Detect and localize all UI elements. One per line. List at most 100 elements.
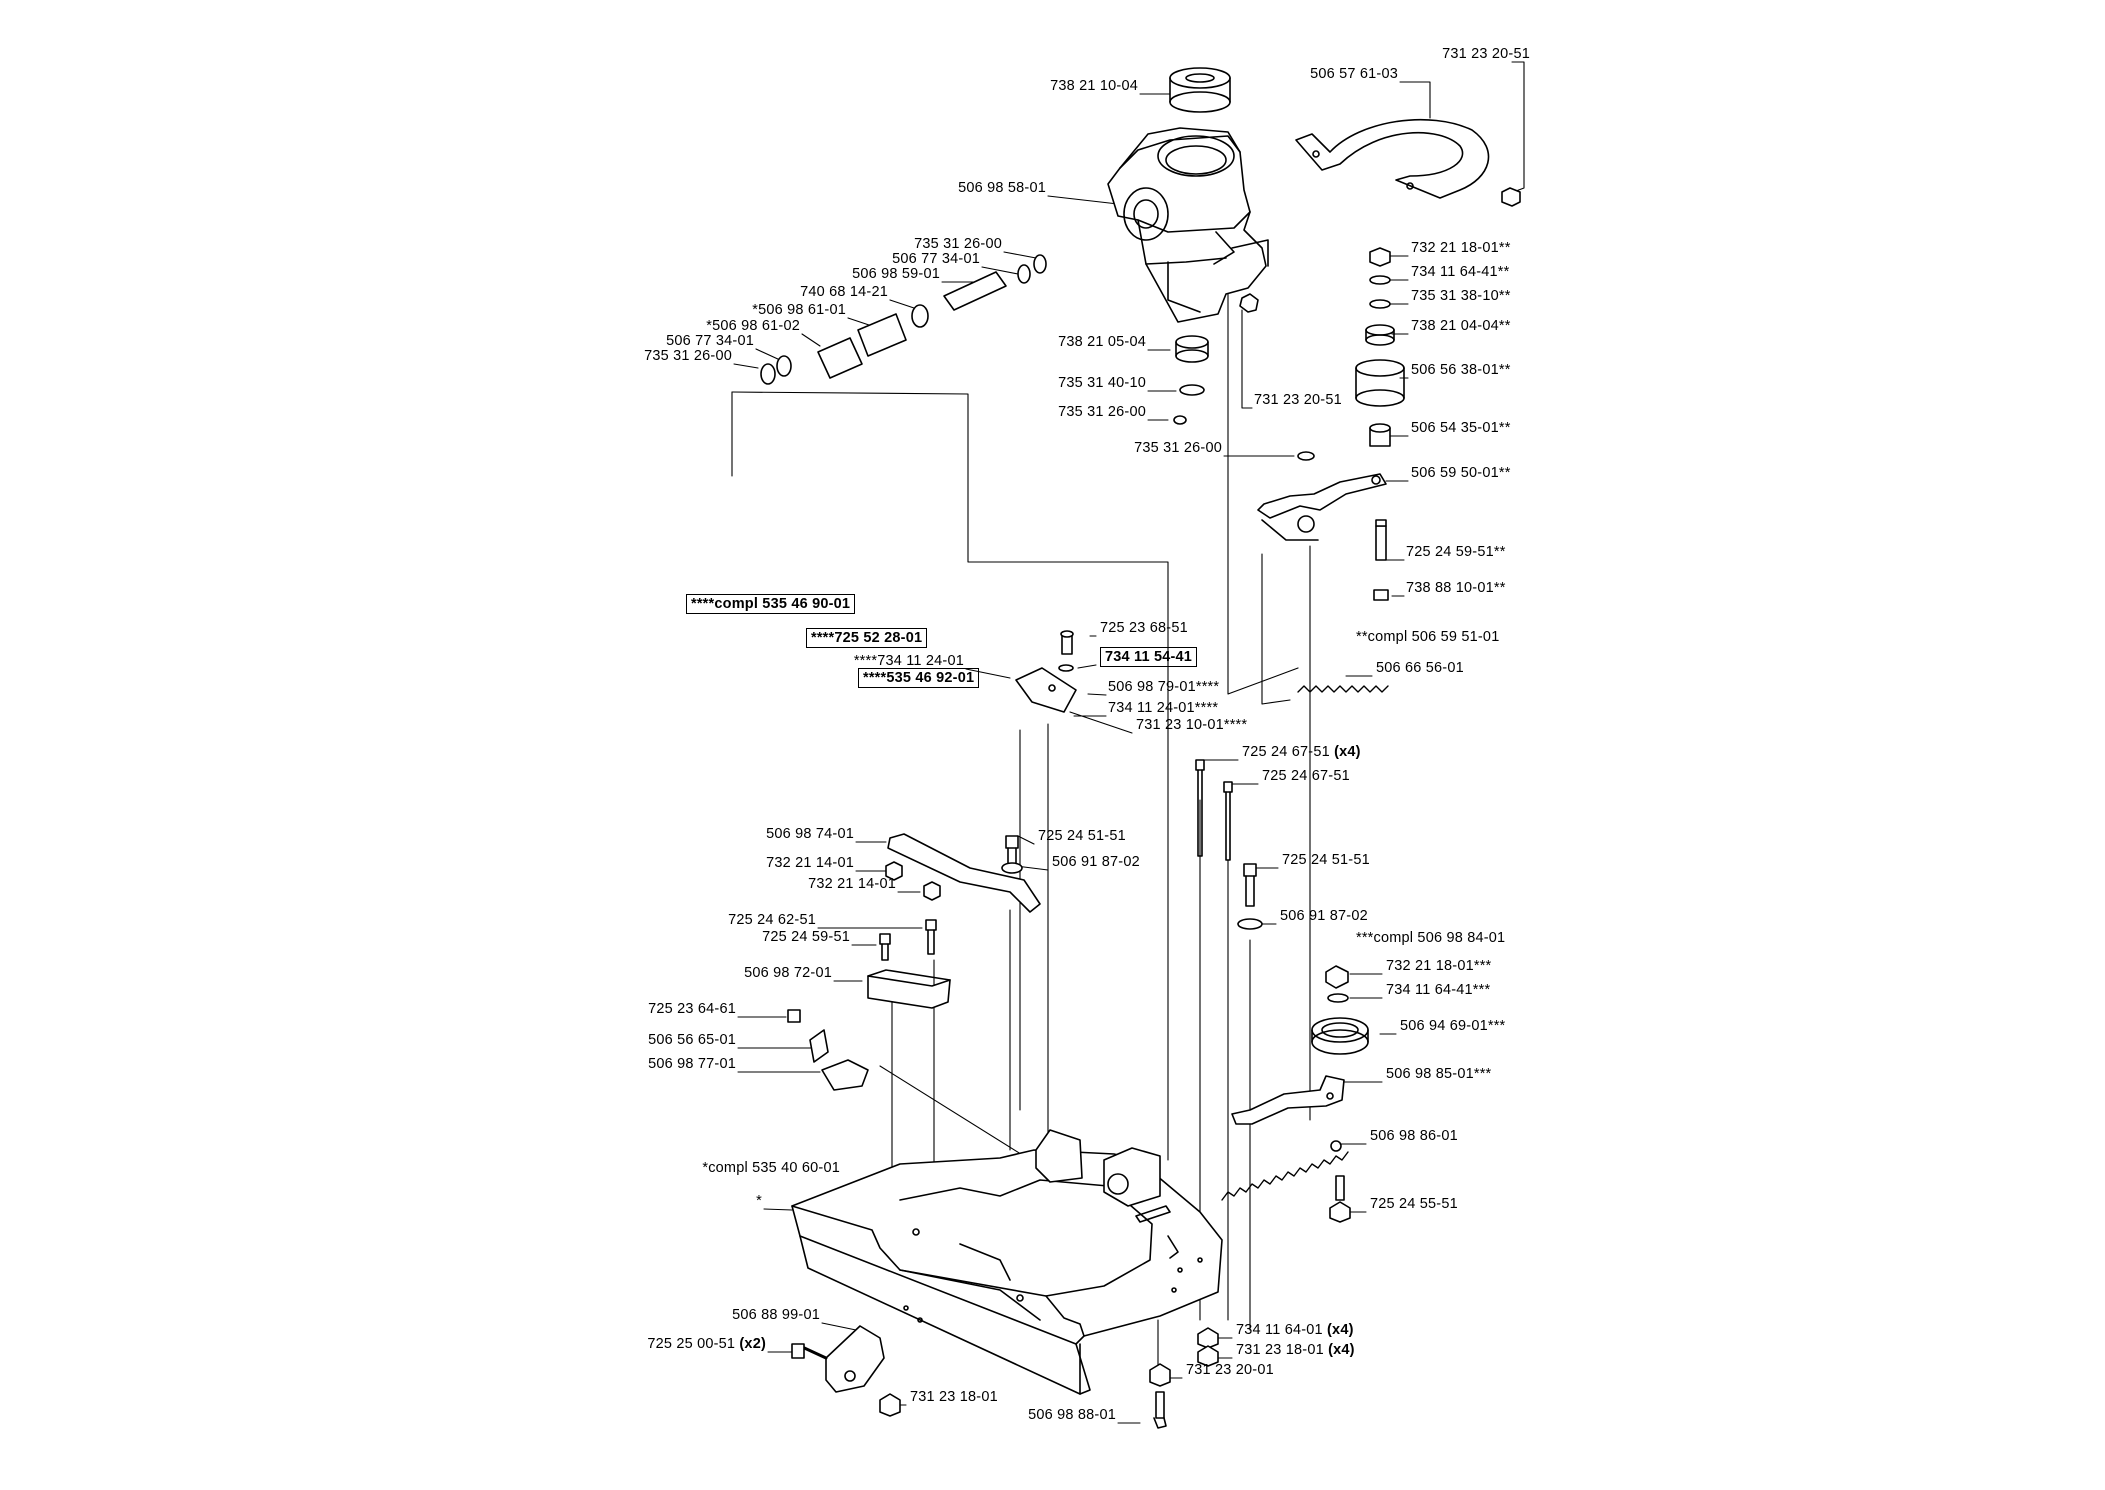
- part-number-text: 732 21 18-01**: [1411, 240, 1511, 256]
- part-number-label: 732 21 18-01**: [1411, 239, 1511, 257]
- part-number-label: 734 11 64-41**: [1411, 263, 1509, 281]
- part-number-label: 735 31 26-00: [1134, 439, 1222, 457]
- quantity-text: (x4): [1328, 1342, 1355, 1358]
- part-number-text: 506 56 65-01: [648, 1032, 736, 1048]
- part-number-text: 732 21 14-01: [808, 876, 896, 892]
- part-number-text: 731 23 20-01: [1186, 1362, 1274, 1378]
- part-number-text: *506 98 61-01: [752, 302, 846, 318]
- part-number-label: 506 77 34-01: [892, 250, 980, 268]
- part-number-text: 506 56 38-01**: [1411, 362, 1511, 378]
- part-number-label: 738 88 10-01**: [1406, 579, 1506, 597]
- part-number-text: 731 23 18-01: [910, 1389, 998, 1405]
- kit-number-label: ****535 46 92-01: [858, 668, 980, 688]
- part-number-text: 725 24 62-51: [728, 912, 816, 928]
- quantity-text: (x4): [1334, 744, 1361, 760]
- part-number-text: 506 98 74-01: [766, 826, 854, 842]
- part-number-text: 735 31 26-00: [1058, 404, 1146, 420]
- part-number-label: 734 11 64-01 (x4): [1236, 1321, 1354, 1339]
- spring-upper: [1297, 685, 1389, 693]
- part-number-label: 506 57 61-03: [1310, 65, 1398, 83]
- part-number-label: 735 31 26-00: [1058, 403, 1146, 421]
- part-number-text: 734 11 64-41**: [1411, 264, 1510, 280]
- kit-number-label: 734 11 54-41: [1100, 647, 1198, 667]
- small-brackets: [787, 1009, 869, 1091]
- part-number-text: 506 59 50-01**: [1411, 465, 1511, 481]
- part-number-text: ***compl 506 98 84-01: [1356, 930, 1506, 946]
- part-number-label: 506 66 56-01: [1376, 659, 1464, 677]
- part-number-text: 506 98 58-01: [958, 180, 1046, 196]
- nut-top-right: [1501, 187, 1521, 207]
- part-number-label: 734 11 24-01****: [1108, 699, 1218, 717]
- shaft-assembly: [760, 254, 1047, 385]
- part-number-label: *506 98 61-01: [752, 301, 846, 319]
- part-number-label: 506 98 58-01: [958, 179, 1046, 197]
- part-number-text: 734 11 24-01****: [1108, 700, 1219, 716]
- part-number-label: ***compl 506 98 84-01: [1356, 929, 1505, 947]
- part-number-text: 731 23 10-01****: [1136, 717, 1248, 733]
- part-number-text: *compl 535 40 60-01: [702, 1160, 840, 1176]
- part-number-text: 738 21 10-04: [1050, 78, 1138, 94]
- part-number-text: 738 21 05-04: [1058, 334, 1146, 350]
- part-number-label: **compl 506 59 51-01: [1356, 628, 1499, 646]
- part-number-label: 506 88 99-01: [732, 1306, 820, 1324]
- part-number-text: 506 91 87-02: [1280, 908, 1368, 924]
- part-number-text: 738 88 10-01**: [1406, 580, 1506, 596]
- bottom-parts: [791, 1325, 1219, 1429]
- part-number-text: 506 91 87-02: [1052, 854, 1140, 870]
- quantity-text: (x2): [739, 1336, 766, 1352]
- part-number-label: 506 98 85-01***: [1386, 1065, 1491, 1083]
- part-number-text: 735 31 26-00: [914, 236, 1002, 252]
- part-number-text: 725 25 00-51: [647, 1336, 740, 1352]
- part-number-text: 506 88 99-01: [732, 1307, 820, 1323]
- part-number-label: 506 56 38-01**: [1411, 361, 1511, 379]
- part-number-text: 735 31 40-10: [1058, 375, 1146, 391]
- part-number-label: 731 23 20-51: [1254, 391, 1342, 409]
- part-number-text: 725 24 51-51: [1038, 828, 1126, 844]
- part-number-text: 506 98 88-01: [1028, 1407, 1116, 1423]
- part-number-text: 725 24 67-51: [1262, 768, 1350, 784]
- part-number-label: 738 21 05-04: [1058, 333, 1146, 351]
- part-number-text: 738 21 04-04**: [1411, 318, 1511, 334]
- part-number-label: 506 98 74-01: [766, 825, 854, 843]
- part-number-label: 738 21 10-04: [1050, 77, 1138, 95]
- part-number-text: 506 94 69-01***: [1400, 1018, 1506, 1034]
- part-number-text: 506 54 35-01**: [1411, 420, 1511, 436]
- part-number-text: 731 23 20-51: [1442, 46, 1530, 62]
- clamp-strap: [1295, 118, 1490, 199]
- part-number-label: *compl 535 40 60-01: [702, 1159, 840, 1177]
- part-number-label: 506 91 87-02: [1052, 853, 1140, 871]
- part-number-text: 725 24 59-51: [762, 929, 850, 945]
- part-number-label: ****734 11 24-01: [854, 652, 964, 670]
- part-number-text: 734 11 64-41***: [1386, 982, 1491, 998]
- right-parts-stack: [1257, 247, 1405, 601]
- part-number-text: 506 98 72-01: [744, 965, 832, 981]
- part-number-label: 732 21 14-01: [808, 875, 896, 893]
- part-number-label: 725 24 59-51**: [1406, 543, 1506, 561]
- part-number-text: 734 11 64-01: [1236, 1322, 1328, 1338]
- middle-bracket: [1015, 630, 1077, 713]
- part-number-text: 506 98 77-01: [648, 1056, 736, 1072]
- part-number-label: 735 31 38-10**: [1411, 287, 1511, 305]
- part-number-label: 725 24 67-51 (x4): [1242, 743, 1361, 761]
- top-bearing: [1169, 67, 1231, 113]
- part-number-label: 732 21 18-01***: [1386, 957, 1491, 975]
- part-number-text: ****734 11 24-01: [853, 653, 964, 669]
- part-number-text: 506 98 59-01: [852, 266, 940, 282]
- part-number-label: 725 25 00-51 (x2): [647, 1335, 766, 1353]
- part-number-text: 732 21 18-01***: [1386, 958, 1492, 974]
- lower-bearing-stack: [1173, 293, 1259, 425]
- part-number-label: 725 24 51-51: [1038, 827, 1126, 845]
- quantity-text: (x4): [1327, 1322, 1354, 1338]
- part-number-label: 732 21 14-01: [766, 854, 854, 872]
- part-number-label: 725 23 68-51: [1100, 619, 1188, 637]
- part-number-label: 734 11 64-41***: [1386, 981, 1490, 999]
- gear-housing: [1107, 127, 1269, 323]
- part-number-label: 506 98 77-01: [648, 1055, 736, 1073]
- part-number-text: 725 23 64-61: [648, 1001, 736, 1017]
- part-number-text: 506 98 85-01***: [1386, 1066, 1492, 1082]
- part-number-text: 725 24 51-51: [1282, 852, 1370, 868]
- part-number-label: 725 24 62-51: [728, 911, 816, 929]
- part-number-label: 735 31 40-10: [1058, 374, 1146, 392]
